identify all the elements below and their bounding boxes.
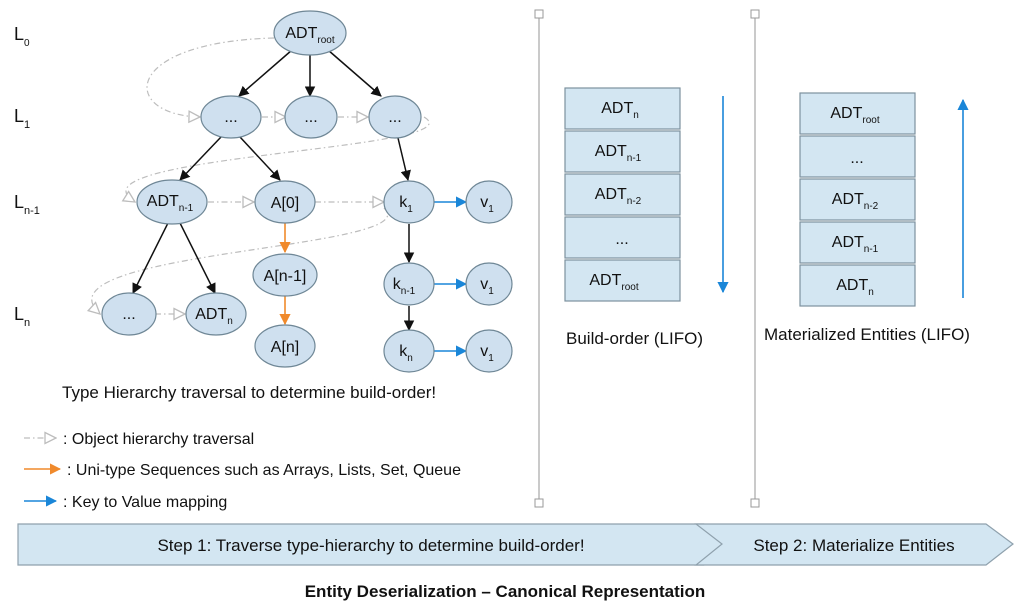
separator-right-handle-bottom [750,498,760,508]
svg-text:...: ... [304,109,317,126]
tree-nodes: ADTroot ... ... ... ADTn-1 A[0] k1 v1 [101,10,513,373]
materialized-item: ... [799,135,916,178]
node-adt-root: ADTroot [273,10,347,56]
materialized-stack: ADTroot ... ADTn-2 ADTn-1 ADTn [799,92,916,307]
node-l1-c: ... [368,95,422,139]
svg-text:v1: v1 [480,276,494,297]
step-2-banner: Step 2: Materialize Entities [694,523,1014,566]
node-k-n-1: kn-1 [383,262,435,306]
node-v1-a: v1 [465,180,513,224]
svg-text:A[n]: A[n] [271,339,299,356]
materialized-item: ADTn [799,264,916,307]
svg-text:kn: kn [399,343,413,364]
node-a0: A[0] [254,180,316,224]
node-a-n: A[n] [254,324,316,368]
traversal-root-to-l1 [146,37,275,117]
materialized-item: ADTn-1 [799,221,916,264]
svg-text:ADTn-1: ADTn-1 [147,193,194,214]
svg-text:A[n-1]: A[n-1] [264,268,307,285]
svg-text:ADTn-2: ADTn-2 [595,186,642,207]
svg-text:ADTroot: ADTroot [285,25,334,46]
level-labels: L0 L1 Ln-1 Ln [14,24,40,329]
edge-adt-dots [132,222,169,294]
svg-text:: Uni-type Sequences such as A: : Uni-type Sequences such as Arrays, Lis… [67,462,461,479]
hierarchy-caption: Type Hierarchy traversal to determine bu… [62,383,436,402]
legend-item-sequences: : Uni-type Sequences such as Arrays, Lis… [24,462,461,479]
build-order-item: ... [564,216,681,259]
node-v1-c: v1 [465,329,513,373]
svg-text:ADTn-1: ADTn-1 [832,234,879,255]
build-order-item: ADTn-2 [564,173,681,216]
materialized-item: ADTroot [799,92,916,135]
level-label-l1: L1 [14,106,30,131]
node-k1: k1 [383,180,435,224]
separators [534,9,760,508]
materialized-caption: Materialized Entities (LIFO) [764,325,970,344]
node-ln-dots: ... [101,292,157,336]
edge-root-l1a [238,49,293,97]
node-adt-n-1: ADTn-1 [136,179,208,225]
level-label-ln: Ln [14,304,30,329]
svg-text:ADTn: ADTn [601,100,639,121]
svg-text:ADTn: ADTn [836,277,874,298]
svg-text:...: ... [122,306,135,323]
svg-text:k1: k1 [399,194,413,215]
build-order-caption: Build-order (LIFO) [566,329,703,348]
traversal-ln-1-to-ln [92,207,389,314]
step-banners: Step 1: Traverse type-hierarchy to deter… [17,523,1014,566]
node-l1-b: ... [284,95,338,139]
tree-edges [132,49,468,357]
edge-l1a-adt [179,136,222,181]
edge-l1c-k1 [397,137,411,182]
build-order-item: ADTroot [564,259,681,302]
legend-item-traversal: : Object hierarchy traversal [24,431,254,448]
svg-text:ADTn: ADTn [195,306,233,327]
build-order-item: ADTn [564,87,681,130]
edge-l1a-a0 [239,136,281,181]
edge-adt-adtn [179,222,216,294]
separator-left-handle-bottom [534,498,544,508]
node-a-n-1: A[n-1] [252,253,318,297]
svg-text:...: ... [388,109,401,126]
node-v1-b: v1 [465,262,513,306]
level-label-l0: L0 [14,24,30,49]
svg-text:v1: v1 [480,194,494,215]
edge-root-l1c [327,49,382,97]
svg-text:ADTroot: ADTroot [589,272,638,293]
svg-text:ADTroot: ADTroot [830,105,879,126]
svg-text:Step 2: Materialize Entities: Step 2: Materialize Entities [753,536,954,555]
build-order-stack: ADTn ADTn-1 ADTn-2 ... ADTroot [564,87,681,302]
page-title: Entity Deserialization – Canonical Repre… [305,582,706,601]
svg-text:ADTn-2: ADTn-2 [832,191,879,212]
node-adt-n: ADTn [185,292,247,336]
legend-item-key-value: : Key to Value mapping [24,494,227,511]
node-l1-a: ... [200,95,262,139]
svg-text:...: ... [224,109,237,126]
svg-text:v1: v1 [480,343,494,364]
separator-right-handle-top [750,9,760,19]
separator-left-handle-top [534,9,544,19]
traversal-l1-to-ln-1 [126,116,430,202]
svg-text:Step 1: Traverse type-hierarch: Step 1: Traverse type-hierarchy to deter… [157,536,584,555]
level-label-ln-1: Ln-1 [14,192,40,217]
svg-text:: Key to Value mapping: : Key to Value mapping [63,494,227,511]
node-k-n: kn [383,329,435,373]
svg-text:kn-1: kn-1 [393,276,416,297]
svg-text:...: ... [850,150,863,167]
traversal-paths [92,37,430,314]
build-order-item: ADTn-1 [564,130,681,173]
step-1-banner: Step 1: Traverse type-hierarchy to deter… [17,523,731,566]
legend: : Object hierarchy traversal : Uni-type … [24,431,461,511]
svg-text:...: ... [615,231,628,248]
materialized-item: ADTn-2 [799,178,916,221]
svg-text:ADTn-1: ADTn-1 [595,143,642,164]
svg-text:: Object hierarchy traversal: : Object hierarchy traversal [63,431,254,448]
svg-text:A[0]: A[0] [271,195,299,212]
